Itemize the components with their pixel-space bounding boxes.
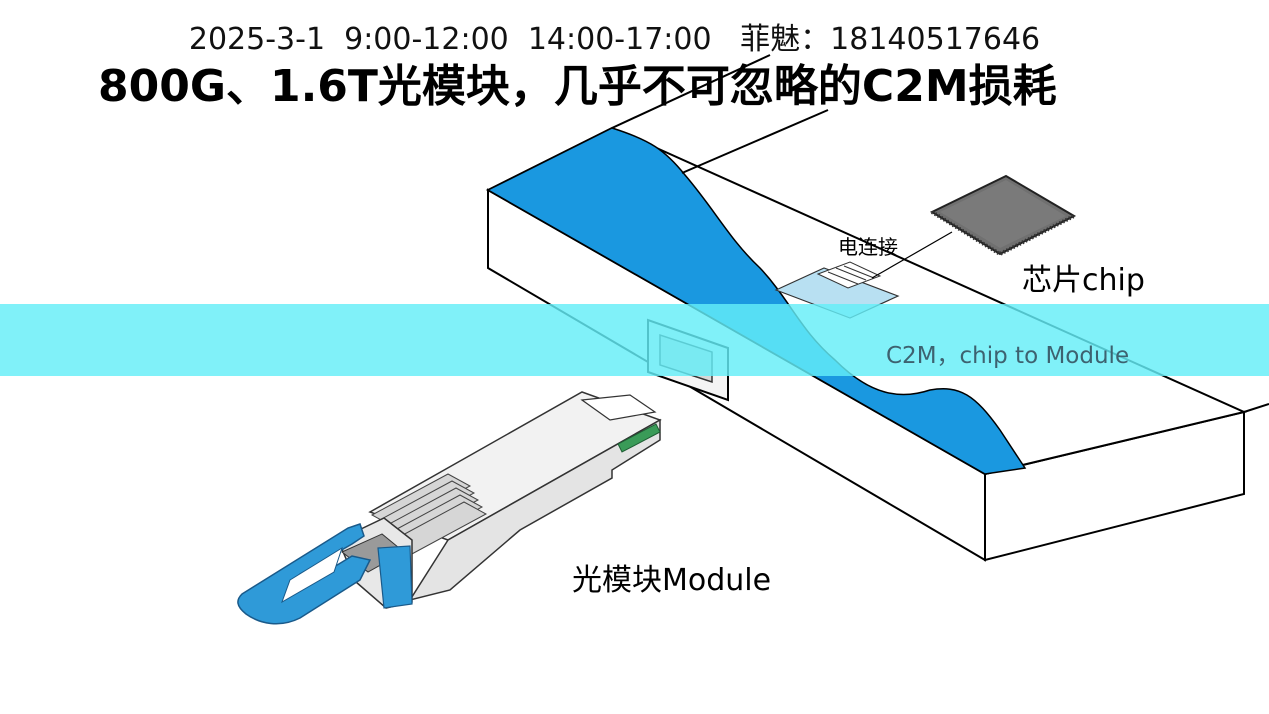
rear-box-lines-3 — [1243, 403, 1269, 413]
connector-pins — [816, 261, 882, 289]
banner-text: 2025-3-1 9:00-12:00 14:00-17:00 菲魅：18140… — [188, 22, 1041, 57]
slide-title: 800G、1.6T光模块，几乎不可忽略的C2M损耗 — [98, 61, 1057, 112]
module-label: 光模块Module — [572, 563, 772, 598]
rear-box-lines — [611, 54, 771, 129]
connection-line — [871, 231, 953, 279]
info-banner — [0, 304, 1269, 376]
rear-box-lines-2 — [681, 109, 829, 174]
electrical-connection-label: 电连接 — [838, 235, 898, 259]
c2m-label: C2M，chip to Module — [886, 343, 1130, 369]
chip-label: 芯片chip — [1022, 263, 1145, 298]
